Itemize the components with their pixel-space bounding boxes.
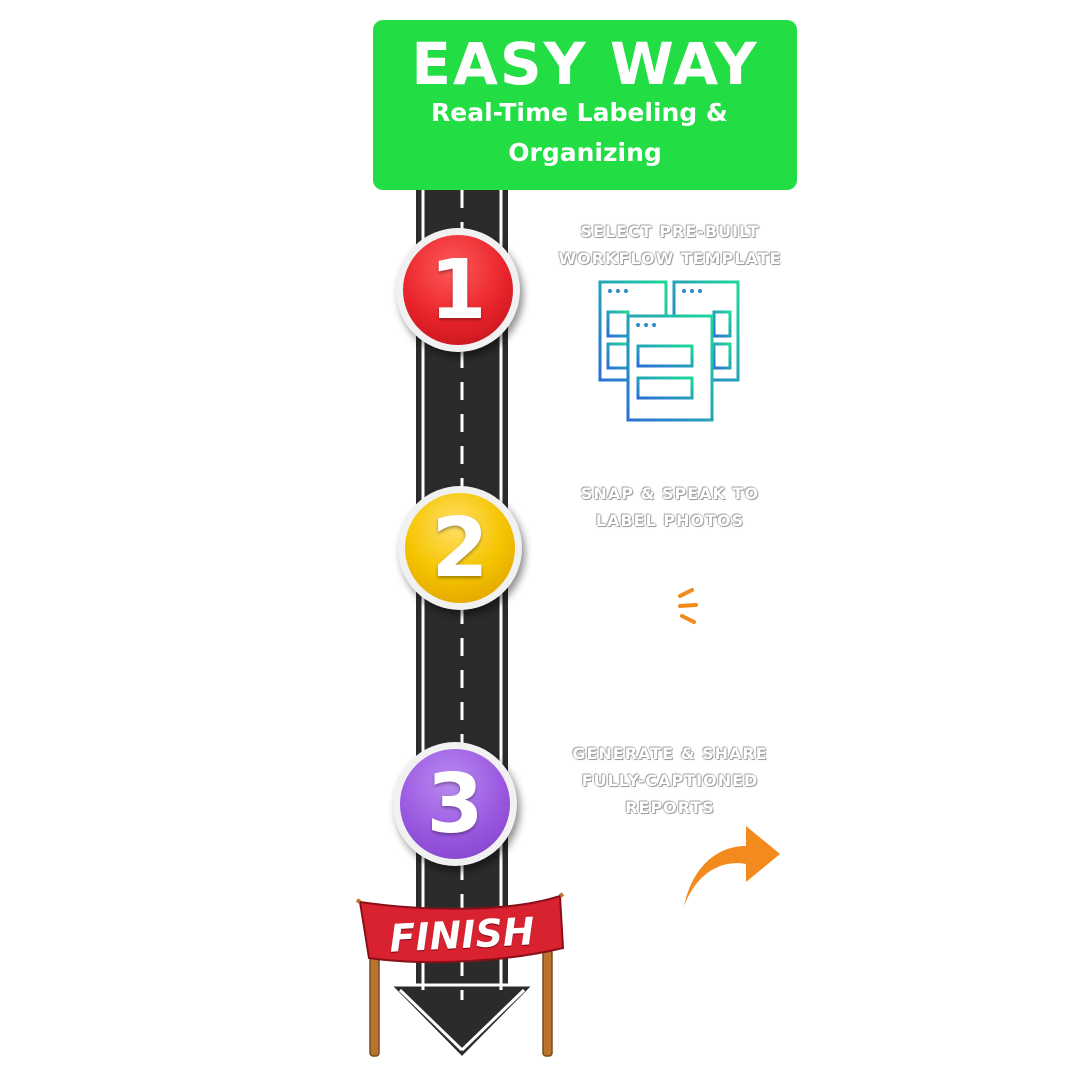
speech-burst-icon: [678, 588, 698, 624]
step-3-number: 3: [426, 756, 484, 852]
step-2-label: SNAP & SPEAK TO LABEL PHOTOS: [540, 480, 800, 534]
step-3-label: GENERATE & SHARE FULLY-CAPTIONED REPORTS: [540, 740, 800, 821]
step-2-number: 2: [431, 500, 489, 596]
curved-arrow-icon: [684, 826, 780, 906]
step-1-label: SELECT PRE-BUILT WORKFLOW TEMPLATE: [540, 218, 800, 272]
header-title: EASY WAY: [411, 30, 759, 98]
header-subtitle-line1: Real-Time Labeling &: [431, 98, 728, 127]
header-banner: [373, 20, 797, 190]
header-subtitle-line2: Organizing: [508, 138, 662, 167]
step-3-disc: 3: [400, 749, 510, 859]
step-1-label-line2: WORKFLOW TEMPLATE: [558, 249, 782, 268]
step-1-disc: 1: [403, 235, 513, 345]
step-1-circle: 1: [396, 228, 520, 352]
step-2-label-line2: LABEL PHOTOS: [595, 511, 745, 530]
step-3-circle: 3: [393, 742, 517, 866]
step-3-label-line2: FULLY-CAPTIONED: [581, 771, 759, 790]
step-2-disc: 2: [405, 493, 515, 603]
step-2-label-line1: SNAP & SPEAK TO: [580, 484, 760, 503]
step-3-label-line3: REPORTS: [625, 798, 715, 817]
finish-banner: [355, 892, 565, 1057]
step-1-label-line1: SELECT PRE-BUILT: [580, 222, 760, 241]
step-2-circle: 2: [398, 486, 522, 610]
workflow-template-icon: [598, 280, 740, 422]
step-3-label-line1: GENERATE & SHARE: [572, 744, 768, 763]
step-1-number: 1: [429, 242, 487, 338]
